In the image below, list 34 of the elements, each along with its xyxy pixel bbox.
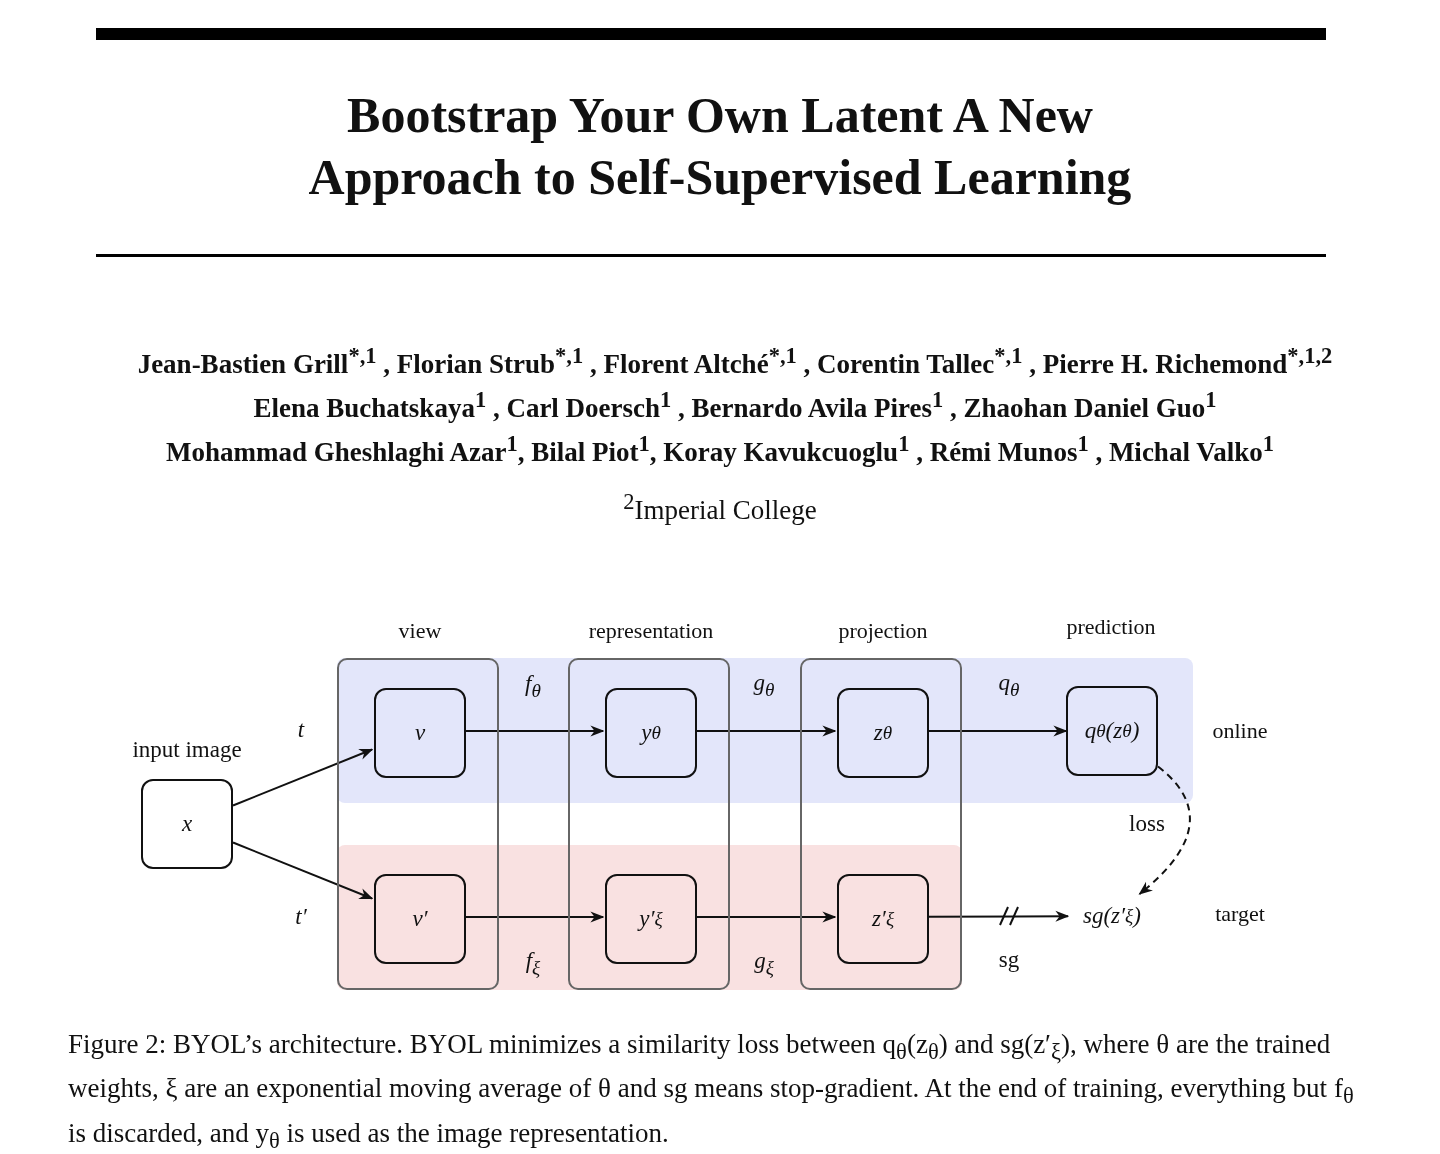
paper-title: Bootstrap Your Own Latent A New Approach to Self-Supervised Learning [307,86,1133,207]
row-label: online [1211,717,1269,745]
author-line: Mohammad Gheshlaghi Azar$^{1}$, Bilal Piot$^{1}$, Koray Kavukcuoglu$^{1}$ , Rémi Munos$^{1}$ , Michal Valko$^{1}$ [165,430,1275,469]
arrow [232,748,374,807]
edge-label: t′ [294,903,308,931]
column-heading: representation [587,618,715,644]
edge-label: f$_{θ}$ [524,670,542,703]
figure-caption: Figure 2: BYOL’s architecture. BYOL minimizes a similarity loss between q$_{θ}$(z$_{θ}$) and sg(z′$_{ξ}$), where θ are the trained weights, ξ are an exponential moving average of θ and sg means stop-gradient. At the end of training, everything but f$_{θ}$ is discarded, and y$_{θ}$ is used as the image representation. [68,1028,1355,1154]
arrow [926,725,1068,737]
variable-box: v′ [374,874,466,964]
node-caption: input image [131,736,243,764]
arrow [694,725,837,737]
variable-box: x [141,779,233,869]
edge-label: g$_{θ}$ [752,669,776,702]
column-heading: view [397,618,443,644]
arrow [463,725,605,737]
arrow [463,911,605,923]
arrow [1138,765,1191,895]
column-heading: prediction [1065,613,1157,641]
column-heading: projection [837,618,929,644]
edge-label: q$_{θ}$ [997,669,1021,702]
affiliation-text: $^{2}$Imperial College [622,488,818,527]
arrow [694,911,837,923]
arrow [926,910,1070,922]
edge-label: g$_{ξ}$ [753,947,775,980]
edge-label: f$_{ξ}$ [524,947,542,980]
arrow [232,841,374,900]
row-label: target [1214,900,1266,928]
edge-label: sg [997,946,1021,974]
author-line: Jean-Bastien Grill$^{*,1}$ , Florian Strub$^{*,1}$ , Florent Altché$^{*,1}$ , Corentin Tallec$^{*,1}$ , Pierre H. Richemond$^{*,1,2}$ [136,342,1334,381]
edge-label: t [296,716,306,744]
variable-box: v [374,688,466,778]
author-line: Elena Buchatskaya$^{1}$ , Carl Doersch$^{1}$ , Bernardo Avila Pires$^{1}$ , Zhaohan Daniel Guo$^{1}$ [252,386,1218,425]
edge-label: loss [1128,810,1166,838]
